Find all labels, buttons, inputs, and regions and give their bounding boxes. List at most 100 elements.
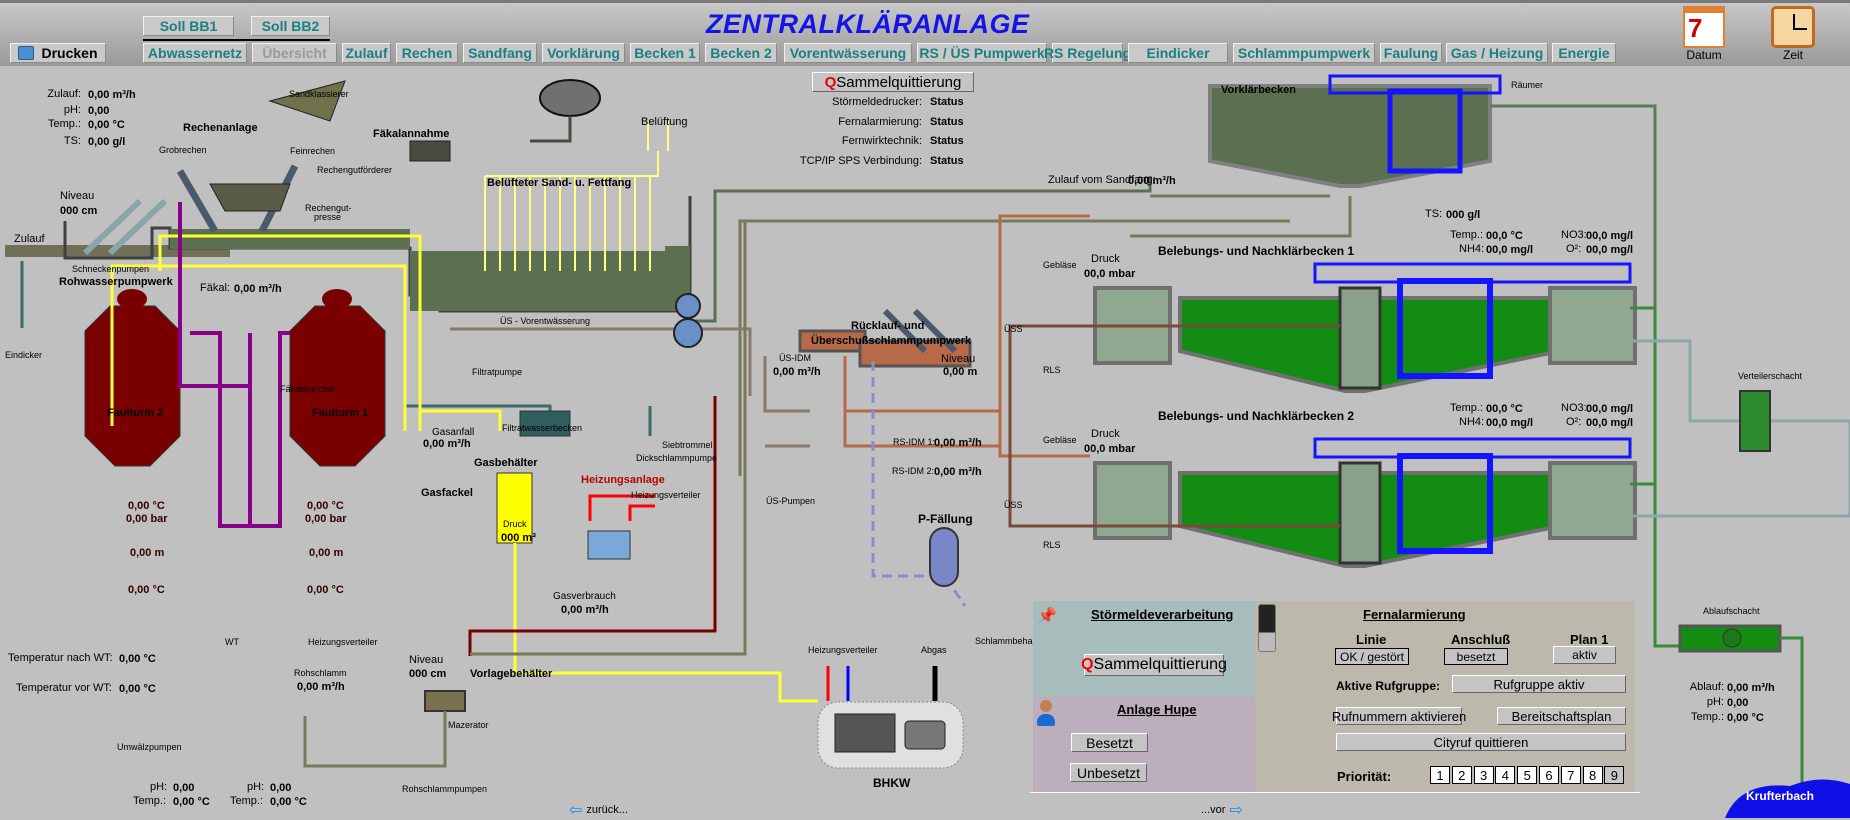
faulturm-1-m: 0,00 m <box>309 547 344 559</box>
page-title: ZENTRALKLÄRANLAGE <box>706 9 1030 39</box>
druck-1-value: 00,0 mbar <box>1084 268 1136 280</box>
tab-zulauf[interactable]: Zulauf <box>342 43 391 63</box>
faulturm-1-graphic <box>289 289 386 467</box>
plan-label: Plan 1 <box>1570 632 1609 647</box>
stoermelde-title: Störmeldeverarbeitung <box>1091 607 1234 622</box>
no3-1-value: 00,0 mg/l <box>1586 230 1634 242</box>
gasbehaelter-label: Gasbehälter <box>474 457 538 469</box>
temp-right-value: 0,00 °C <box>270 796 307 808</box>
faulturm-2-graphic <box>84 289 181 467</box>
prioritaet-8[interactable]: 8 <box>1582 766 1603 784</box>
tab-vorentwässerung[interactable]: Vorentwässerung <box>784 43 912 63</box>
gasfackel-label: Gasfackel <box>421 487 473 499</box>
krufterbach-label: Krufterbach <box>1746 789 1815 803</box>
zulauf-row-value: 0,00 <box>88 105 110 117</box>
circulation-pipes <box>178 202 290 528</box>
bereitschaftsplan-button[interactable]: Bereitschaftsplan <box>1497 707 1626 725</box>
forward-link[interactable]: ...vor ⇨ <box>1201 800 1243 820</box>
date-widget[interactable]: 7 Datum <box>1680 6 1728 62</box>
back-link[interactable]: ⇦ zurück... <box>569 800 628 820</box>
feinrechen-label: Feinrechen <box>290 146 336 156</box>
prioritaet-3[interactable]: 3 <box>1473 766 1494 784</box>
bhkw-heizungsverteiler-label: Heizungsverteiler <box>808 645 878 655</box>
tab-rs-üs-pumpwerk[interactable]: RS / ÜS Pumpwerk <box>917 43 1047 63</box>
filtratwasserbecken-label: Filtratwasserbecken <box>502 423 583 433</box>
o2-2-label: O²: <box>1566 416 1582 428</box>
prioritaet-1[interactable]: 1 <box>1430 766 1450 784</box>
schneckenpumpen-label: Schneckenpumpen <box>72 264 150 274</box>
tab-becken-2[interactable]: Becken 2 <box>705 43 777 63</box>
rls-label-1: RLS <box>1043 365 1061 375</box>
temp-left-value: 0,00 °C <box>173 796 210 808</box>
rs-idm2-label: RS-IDM 2: <box>892 466 935 476</box>
zulauf-row-label: TS: <box>63 135 81 147</box>
besetzt-button[interactable]: Besetzt <box>1071 733 1148 752</box>
tab-gas-heizung[interactable]: Gas / Heizung <box>1446 43 1548 63</box>
tab-sandfang[interactable]: Sandfang <box>463 43 537 63</box>
soll-bb1-button[interactable]: Soll BB1 <box>143 16 234 36</box>
prioritaet-2[interactable]: 2 <box>1451 766 1472 784</box>
rufgruppe-button[interactable]: Rufgruppe aktiv <box>1452 675 1626 693</box>
tab-eindicker[interactable]: Eindicker <box>1128 43 1228 63</box>
tab-energie[interactable]: Energie <box>1552 43 1616 63</box>
ph-left-label: pH: <box>150 781 168 793</box>
tab-rechen[interactable]: Rechen <box>396 43 458 63</box>
prioritaet-4[interactable]: 4 <box>1495 766 1516 784</box>
temp-vor-wt-value: 0,00 °C <box>119 683 156 695</box>
soll-divider <box>143 39 330 41</box>
temp-left-label: Temp.: <box>133 795 167 807</box>
linie-status: OK / gestört <box>1335 648 1409 665</box>
cityruf-quittieren-button[interactable]: Cityruf quittieren <box>1336 733 1626 751</box>
temp-right-label: Temp.: <box>230 795 264 807</box>
plan-button[interactable]: aktiv <box>1553 646 1616 664</box>
print-button[interactable]: Drucken <box>10 43 106 63</box>
hupe-title: Anlage Hupe <box>1117 702 1197 717</box>
temp-1-value: 00,0 °C <box>1486 230 1523 242</box>
rufnummern-aktivieren-button[interactable]: Rufnummern aktivieren <box>1331 707 1467 725</box>
rohschlamm-label: Rohschlamm <box>294 668 347 678</box>
ablaufschacht-label: Ablaufschacht <box>1703 606 1760 616</box>
o2-2-value: 00,0 mg/l <box>1586 417 1634 429</box>
faulturm-1-temp-bottom: 0,00 °C <box>307 584 344 596</box>
no3-2-label: NO3: <box>1561 402 1587 414</box>
heizungsanlage-unit <box>587 530 631 560</box>
prioritaet-5[interactable]: 5 <box>1517 766 1538 784</box>
gasbehaelter-druck-value: 000 m³ <box>501 532 536 544</box>
faekal-value: 0,00 m³/h <box>234 283 282 295</box>
time-widget[interactable]: Zeit <box>1768 6 1818 62</box>
filtratpumpe-label: Filtratpumpe <box>472 367 523 377</box>
rls-pipes <box>1008 324 1340 528</box>
tab-faulung[interactable]: Faulung <box>1380 43 1442 63</box>
becken-1-title: Belebungs- und Nachklärbecken 1 <box>1158 244 1355 258</box>
prioritaet-6[interactable]: 6 <box>1539 766 1559 784</box>
prioritaet-label: Priorität: <box>1337 769 1392 784</box>
temp-nach-wt-label: Temperatur nach WT: <box>8 652 113 664</box>
ablauf-row-label: pH: <box>1706 696 1724 708</box>
soll-bb2-button[interactable]: Soll BB2 <box>251 16 330 36</box>
tab-rs-regelung[interactable]: RS Regelung <box>1043 43 1132 63</box>
faulturm-2-label: Faulturm 2 <box>107 407 164 419</box>
rs-niveau-label: Niveau <box>941 353 976 365</box>
unbesetzt-button[interactable]: Unbesetzt <box>1070 763 1147 782</box>
tab-übersicht[interactable]: Übersicht <box>252 43 337 63</box>
faulturm-2-temp-top: 0,00 °C <box>128 500 165 512</box>
prioritaet-7[interactable]: 7 <box>1560 766 1581 784</box>
geblaese-2-label: Gebläse <box>1043 435 1077 445</box>
tab-becken-1[interactable]: Becken 1 <box>630 43 700 63</box>
ablauf-row-label: Ablauf: <box>1689 681 1724 693</box>
tab-schlammpumpwerk[interactable]: Schlammpumpwerk <box>1233 43 1375 63</box>
sandfang-label: Belüfteter Sand- u. Fettfang <box>487 177 632 189</box>
bhkw-label: BHKW <box>873 776 911 790</box>
krufterbach-stream <box>1725 779 1850 818</box>
schlammbehandlung-label: Schlammbehandlung <box>975 636 1060 646</box>
rs-idm1-value: 0,00 m³/h <box>934 437 982 449</box>
tab-abwassernetz[interactable]: Abwassernetz <box>143 43 247 63</box>
tab-vorklärung[interactable]: Vorklärung <box>542 43 625 63</box>
printer-icon <box>18 46 35 60</box>
rs-niveau-value: 0,00 m <box>943 366 978 378</box>
ablauf-row-value: 0,00 <box>1727 697 1749 709</box>
prioritaet-9[interactable]: 9 <box>1604 766 1625 784</box>
time-label: Zeit <box>1782 48 1803 62</box>
